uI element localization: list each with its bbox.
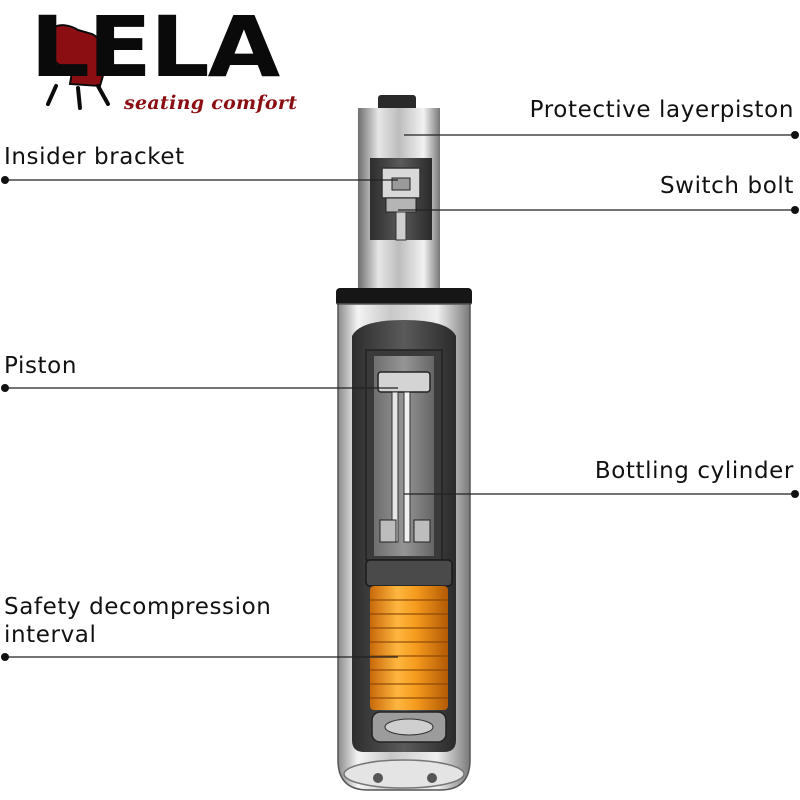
piston-part	[377, 371, 431, 393]
label-piston: Piston	[4, 353, 78, 379]
cylinder-collar	[336, 288, 472, 306]
logo-chair-icon	[44, 24, 110, 110]
label-safety-decompression: Safety decompression	[4, 594, 272, 620]
cylinder-body	[337, 303, 471, 791]
label-protective-layer-piston: Protective layerpiston	[529, 97, 794, 123]
logo-tagline: seating comfort	[124, 92, 298, 114]
logo-wordmark: LELA	[30, 0, 280, 96]
leader-lines	[1, 131, 799, 661]
seal-ring	[365, 559, 453, 587]
rod-cap	[378, 95, 416, 111]
label-safety-interval: interval	[4, 622, 97, 648]
label-switch-bolt: Switch bolt	[659, 173, 794, 199]
piston-rod	[358, 95, 440, 290]
label-insider-bracket: Insider bracket	[4, 144, 185, 170]
safety-spring	[370, 586, 448, 710]
label-bottling-cylinder: Bottling cylinder	[594, 458, 794, 484]
